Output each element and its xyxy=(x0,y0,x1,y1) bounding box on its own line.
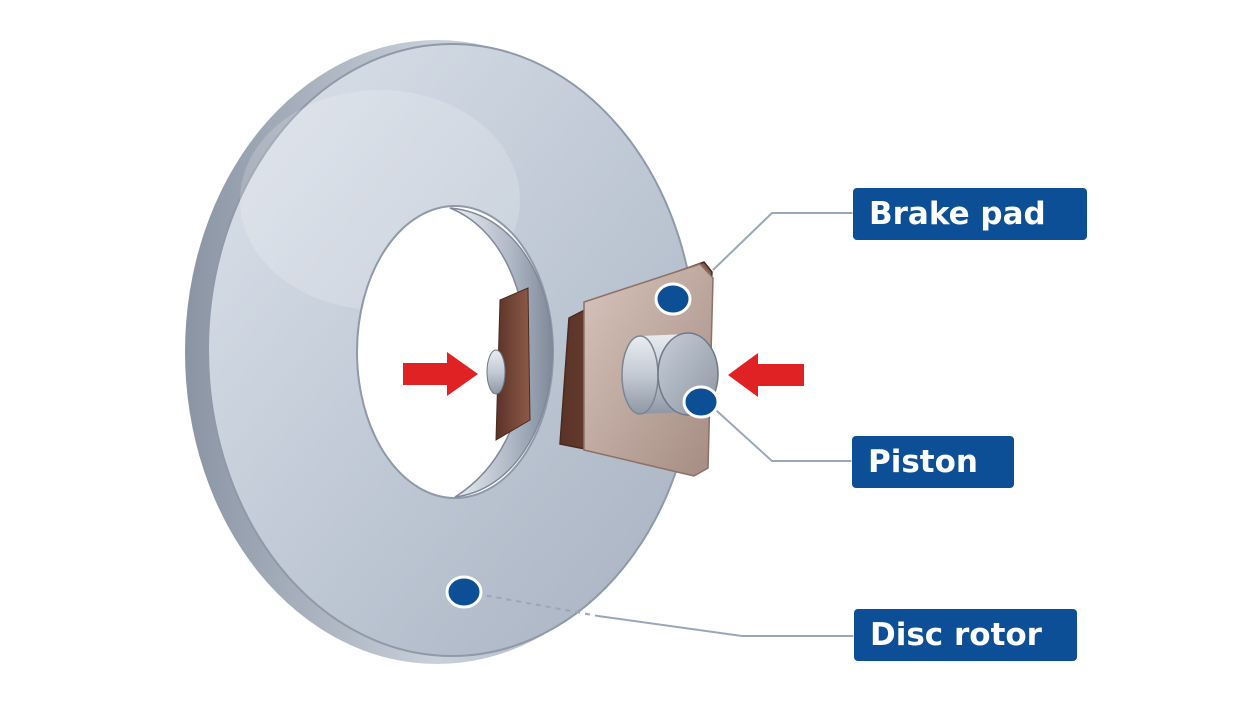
leader-line-piston xyxy=(706,401,852,462)
brake-pad-label: Brake pad xyxy=(853,188,1087,240)
dot-marker-icon xyxy=(682,385,720,419)
force-arrows xyxy=(403,352,804,397)
marker-dots xyxy=(445,282,720,609)
piston-back-end xyxy=(621,335,659,415)
inner-piston xyxy=(486,349,506,395)
leader-line-disc-rotor-dashed xyxy=(466,591,599,617)
dot-marker-icon xyxy=(654,282,692,316)
disc-rotor xyxy=(185,40,697,664)
arrow-right-icon xyxy=(403,352,478,396)
inner-brake-pad xyxy=(486,287,531,441)
dot-marker-icon xyxy=(445,575,483,609)
leader-line-brake-pad xyxy=(712,212,853,271)
leader-lines xyxy=(466,212,854,637)
piston-label: Piston xyxy=(852,436,1014,488)
arrow-left-icon xyxy=(728,353,804,397)
leader-line-disc-rotor xyxy=(597,615,854,637)
disc-rotor-label: Disc rotor xyxy=(854,609,1077,661)
